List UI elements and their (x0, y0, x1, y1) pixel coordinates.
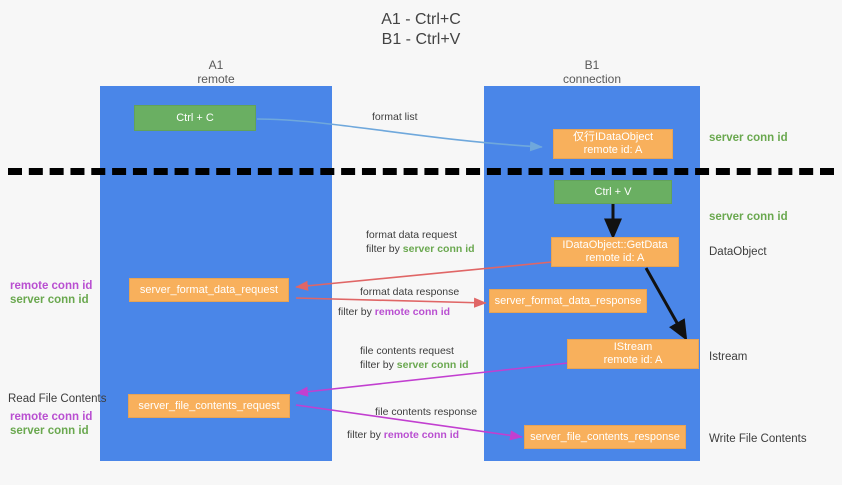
box-getdata-line2: remote id: A (585, 252, 645, 264)
title-line-1: A1 - Ctrl+C (381, 11, 461, 28)
box-server-file-contents-response[interactable]: server_file_contents_response (524, 425, 686, 449)
dashed-divider (8, 168, 834, 175)
box-istream-line1: IStream (613, 341, 653, 353)
box-getdata-line1: IDataObject::GetData (562, 239, 668, 251)
box-istream-line2: remote id: A (603, 354, 663, 366)
box-server-format-data-request-label: server_format_data_request (139, 283, 279, 296)
edge-label-file-contents-request-filter: filter by server conn id (360, 358, 469, 372)
caption-write-file-contents: Write File Contents (709, 433, 807, 445)
caption-group-format-data: remote conn id server conn id (10, 279, 92, 307)
edge-label-format-data-request-filter: filter by server conn id (366, 242, 475, 256)
lane-header-b1: B1 connection (532, 58, 652, 86)
lane-header-a1-name: A1 (208, 58, 224, 72)
box-istream[interactable]: IStream remote id: A (567, 339, 699, 369)
box-server-format-data-response-label: server_format_data_response (494, 294, 642, 307)
box-server-format-data-response[interactable]: server_format_data_response (489, 289, 647, 313)
box-server-file-contents-response-label: server_file_contents_response (530, 430, 680, 443)
title-line-2: B1 - Ctrl+V (381, 31, 461, 48)
edge-label-file-contents-response: file contents response (375, 406, 478, 418)
box-server-file-contents-request-label: server_file_contents_request (138, 399, 280, 412)
edge-label-format-data-request-group: format data request filter by server con… (366, 228, 475, 256)
edge-label-format-data-response: format data response (360, 286, 460, 298)
caption-dataobject: DataObject (709, 246, 767, 258)
lane-header-b1-sub: connection (562, 72, 622, 86)
edge-label-format-data-response-filter: filter by remote conn id (338, 305, 459, 319)
caption-server-conn-id-top: server conn id (709, 132, 788, 144)
edge-label-format-data-request: format data request (366, 229, 458, 241)
box-ctrl-c-line1: Ctrl + C (176, 111, 214, 124)
lane-header-b1-name: B1 (584, 58, 600, 72)
caption-istream: Istream (709, 351, 748, 363)
edge-label-file-contents-response-filter: filter by remote conn id (347, 428, 477, 442)
caption-read-file-contents: Read File Contents (8, 393, 107, 405)
edge-label-file-contents-request-group: file contents request filter by server c… (360, 344, 469, 372)
box-server-file-contents-request[interactable]: server_file_contents_request (128, 394, 290, 418)
box-ctrl-v[interactable]: Ctrl + V (554, 180, 672, 204)
caption-server-conn-id-2: server conn id (10, 425, 89, 437)
box-idataobject-top[interactable]: 仅行IDataObject remote id: A (553, 129, 673, 159)
filter-prefix: filter by (347, 429, 384, 441)
filter-key-server-conn-id: server conn id (396, 359, 469, 371)
edge-label-file-contents-request: file contents request (360, 345, 454, 357)
box-ctrl-v-line1: Ctrl + V (594, 185, 632, 198)
lane-header-a1-sub: remote (197, 72, 235, 86)
box-server-format-data-request[interactable]: server_format_data_request (129, 278, 289, 302)
page-title: A1 - Ctrl+C B1 - Ctrl+V (0, 10, 842, 50)
box-idataobject-getdata[interactable]: IDataObject::GetData remote id: A (551, 237, 679, 267)
edge-label-file-contents-response-group: file contents response filter by remote … (347, 405, 477, 442)
edge-label-format-list: format list (372, 111, 418, 123)
caption-server-conn-id-1: server conn id (10, 294, 89, 306)
box-idataobject-top-line2: remote id: A (583, 144, 643, 156)
caption-server-conn-id-mid: server conn id (709, 211, 788, 223)
filter-prefix: filter by (338, 306, 375, 318)
box-idataobject-top-line1: 仅行IDataObject (572, 131, 654, 143)
filter-key-remote-conn-id: remote conn id (374, 306, 451, 318)
caption-remote-conn-id-2: remote conn id (10, 411, 93, 423)
filter-prefix: filter by (360, 359, 397, 371)
filter-prefix: filter by (366, 243, 403, 255)
filter-key-server-conn-id: server conn id (402, 243, 475, 255)
edge-label-format-data-response-group: format data response filter by remote co… (338, 285, 459, 319)
caption-remote-conn-id-1: remote conn id (10, 280, 93, 292)
caption-group-file-contents: Read File Contents remote conn id server… (8, 392, 107, 438)
lane-header-a1: A1 remote (156, 58, 276, 86)
filter-key-remote-conn-id: remote conn id (383, 429, 460, 441)
box-ctrl-c[interactable]: Ctrl + C (134, 105, 256, 131)
